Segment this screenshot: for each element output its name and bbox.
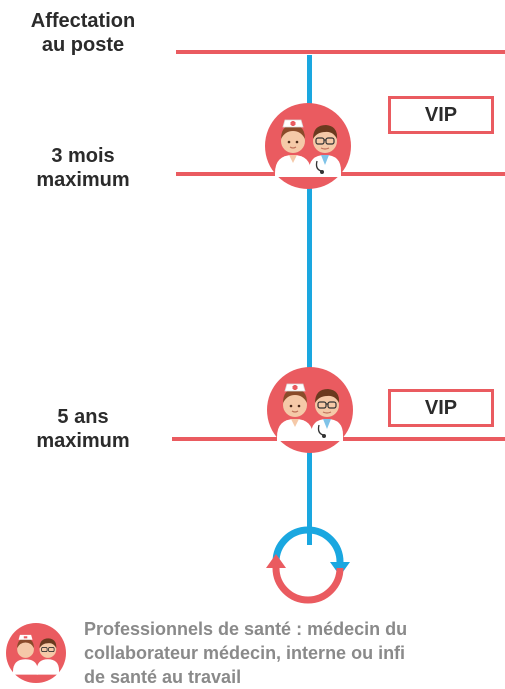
vip-box-2: VIP: [388, 389, 494, 427]
timeline-vertical-line: [307, 55, 312, 545]
legend-line-1: Professionnels de santé : médecin du: [84, 619, 408, 639]
legend-line-3: de santé au travail: [84, 667, 242, 687]
legend-staff-badge: [6, 623, 66, 683]
stage-label-5-ans: 5 ans maximum: [36, 406, 130, 452]
nurse-and-doctor-icon: [275, 119, 341, 177]
nurse-and-doctor-icon: [277, 383, 343, 441]
stage-line-affectation: [176, 50, 505, 54]
legend-line-2: collaborateur médecin, interne ou infi: [84, 643, 406, 663]
stage-label-3-mois: 3 mois maximum: [36, 145, 130, 191]
staff-badge-1: [265, 103, 351, 189]
staff-badge-2: [267, 367, 353, 453]
nurse-and-doctor-icon: [12, 634, 60, 675]
stage-label-affectation: Affectation au poste: [30, 10, 136, 56]
legend-text: Professionnels de santé : médecin du col…: [84, 617, 502, 689]
cycle-arrows-icon: [266, 526, 350, 604]
vip-box-1: VIP: [388, 96, 494, 134]
